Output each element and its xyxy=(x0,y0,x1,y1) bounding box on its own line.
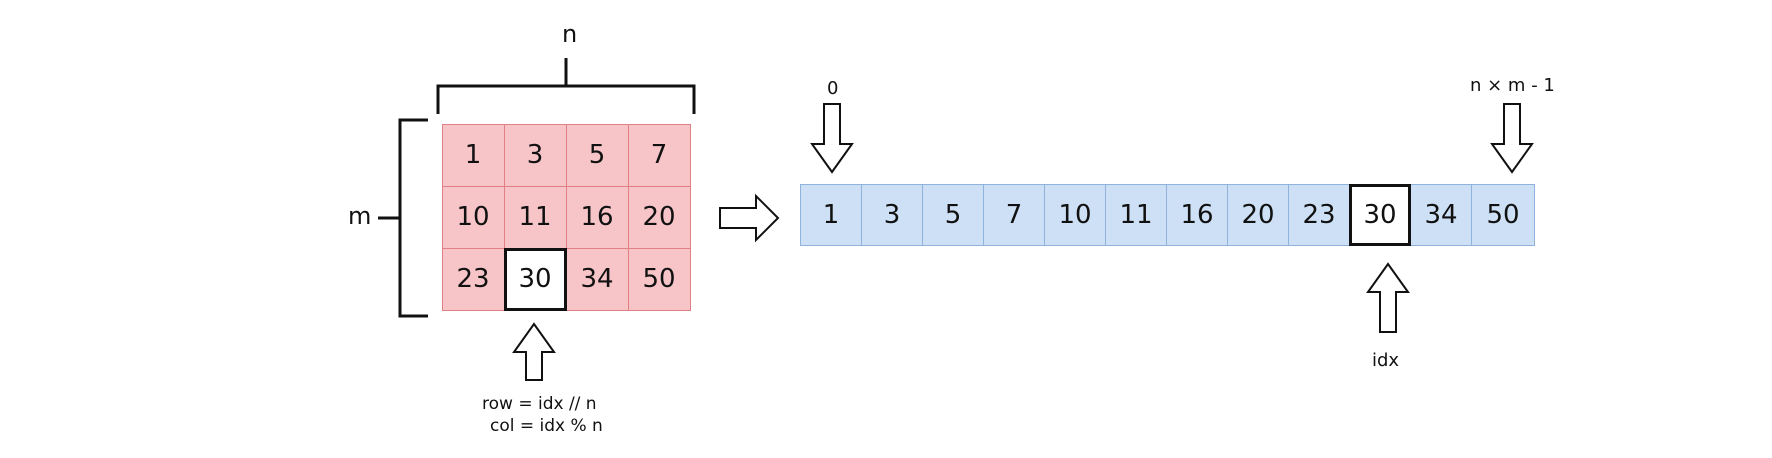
array-cell: 34 xyxy=(1410,184,1472,246)
matrix-cell: 20 xyxy=(627,185,691,249)
transform-arrow xyxy=(719,193,780,243)
array-cell: 20 xyxy=(1227,184,1289,246)
matrix-cell: 10 xyxy=(441,185,505,249)
array-cell: 23 xyxy=(1288,184,1350,246)
start-index-label: 0 xyxy=(827,78,839,99)
matrix-cell: 23 xyxy=(441,247,505,311)
array-cell: 50 xyxy=(1471,184,1535,246)
n-label: n xyxy=(562,20,578,48)
array-cell: 10 xyxy=(1044,184,1106,246)
matrix-cell: 16 xyxy=(565,185,629,249)
m-brace xyxy=(378,118,428,318)
array-cell: 3 xyxy=(861,184,923,246)
matrix-cell: 11 xyxy=(503,185,567,249)
start-index-arrow xyxy=(810,103,854,174)
array-cell: 16 xyxy=(1166,184,1228,246)
idx-label: idx xyxy=(1372,350,1400,371)
idx-arrow xyxy=(1366,262,1410,333)
end-index-arrow xyxy=(1490,103,1534,174)
row-formula: row = idx // n xyxy=(482,394,597,414)
m-label: m xyxy=(348,202,372,230)
n-brace xyxy=(436,58,696,114)
matrix-cell: 3 xyxy=(503,123,567,187)
array-cell: 11 xyxy=(1105,184,1167,246)
matrix-cell: 1 xyxy=(441,123,505,187)
matrix-cell: 50 xyxy=(627,247,691,311)
array-cell: 7 xyxy=(983,184,1045,246)
matrix-cell: 30 xyxy=(503,247,567,311)
col-formula: col = idx % n xyxy=(490,416,603,436)
array-cell: 5 xyxy=(922,184,984,246)
matrix-cell: 34 xyxy=(565,247,629,311)
matrix-cell: 7 xyxy=(627,123,691,187)
row-col-arrow xyxy=(512,322,556,381)
end-index-label: n × m - 1 xyxy=(1470,75,1555,96)
matrix-cell: 5 xyxy=(565,123,629,187)
array-cell: 1 xyxy=(800,184,862,246)
array-cell: 30 xyxy=(1349,184,1411,246)
